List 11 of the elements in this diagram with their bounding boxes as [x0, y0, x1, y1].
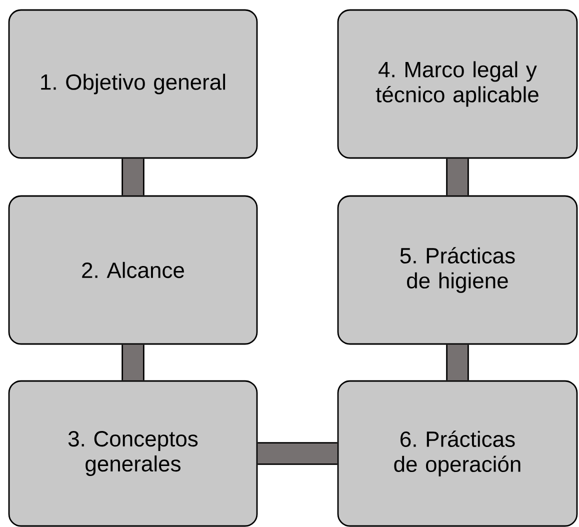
connector-bar [122, 158, 144, 196]
connector-bar [122, 344, 144, 380]
connector-bar [446, 158, 469, 196]
connector-bar [446, 344, 469, 380]
process-box: 4. Marco legal y técnico aplicable [337, 9, 578, 159]
process-box: 5. Prácticas de higiene [337, 195, 578, 345]
process-box: 6. Prácticas de operación [337, 380, 578, 527]
process-box: 2. Alcance [8, 195, 258, 345]
process-box: 3. Conceptos generales [8, 380, 258, 527]
connector-bar [258, 442, 338, 465]
process-box: 1. Objetivo general [8, 9, 258, 159]
